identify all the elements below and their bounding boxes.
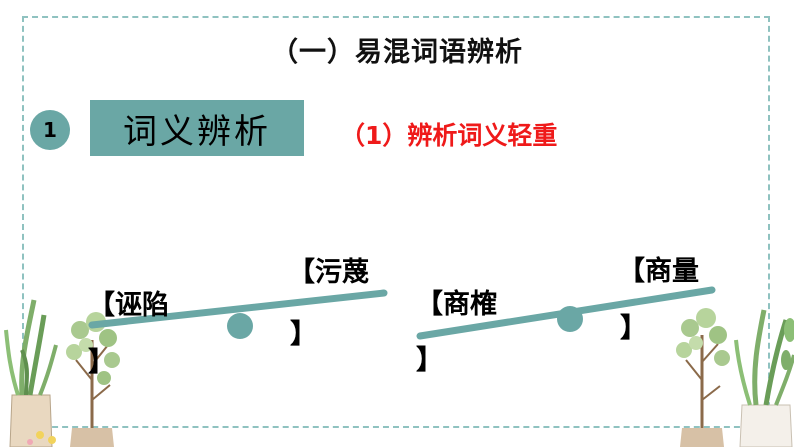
slide-title: （一）易混词语辨析 xyxy=(271,37,523,68)
scale-1-beam xyxy=(88,289,388,329)
section-heading: 词义辨析 xyxy=(123,111,271,152)
balance-scale-2 xyxy=(416,286,716,340)
scale-2-left-word: 【商榷 xyxy=(416,289,497,320)
right-small-tree-icon xyxy=(676,308,730,447)
dashed-border-frame xyxy=(22,16,770,428)
section-heading-box: 词义辨析 xyxy=(90,100,304,156)
right-edge-leaves-icon xyxy=(781,318,794,370)
left-small-tree-icon xyxy=(66,312,120,447)
scale-1-fulcrum xyxy=(227,313,253,339)
scale-2-fulcrum xyxy=(557,306,583,332)
scale-2-right-close-bracket: 】 xyxy=(620,313,647,344)
section-number-badge: 1 xyxy=(30,110,70,150)
scale-1-right-close-bracket: 】 xyxy=(290,319,317,350)
right-potted-plant-icon xyxy=(734,309,794,447)
scale-1-left-word: 【诬陷 xyxy=(88,290,169,321)
left-flowers-icon xyxy=(27,431,56,445)
balance-scale-1 xyxy=(88,289,388,339)
scale-2-left-close-bracket: 】 xyxy=(416,345,443,376)
scale-2-right-word: 【商量 xyxy=(618,256,699,287)
left-potted-plant-icon xyxy=(4,299,58,447)
section-number: 1 xyxy=(43,118,57,142)
scale-1-left-close-bracket: 】 xyxy=(88,347,115,378)
subheading: （1）辨析词义轻重 xyxy=(340,121,558,150)
scale-1-right-word: 【污蔑 xyxy=(288,257,369,288)
